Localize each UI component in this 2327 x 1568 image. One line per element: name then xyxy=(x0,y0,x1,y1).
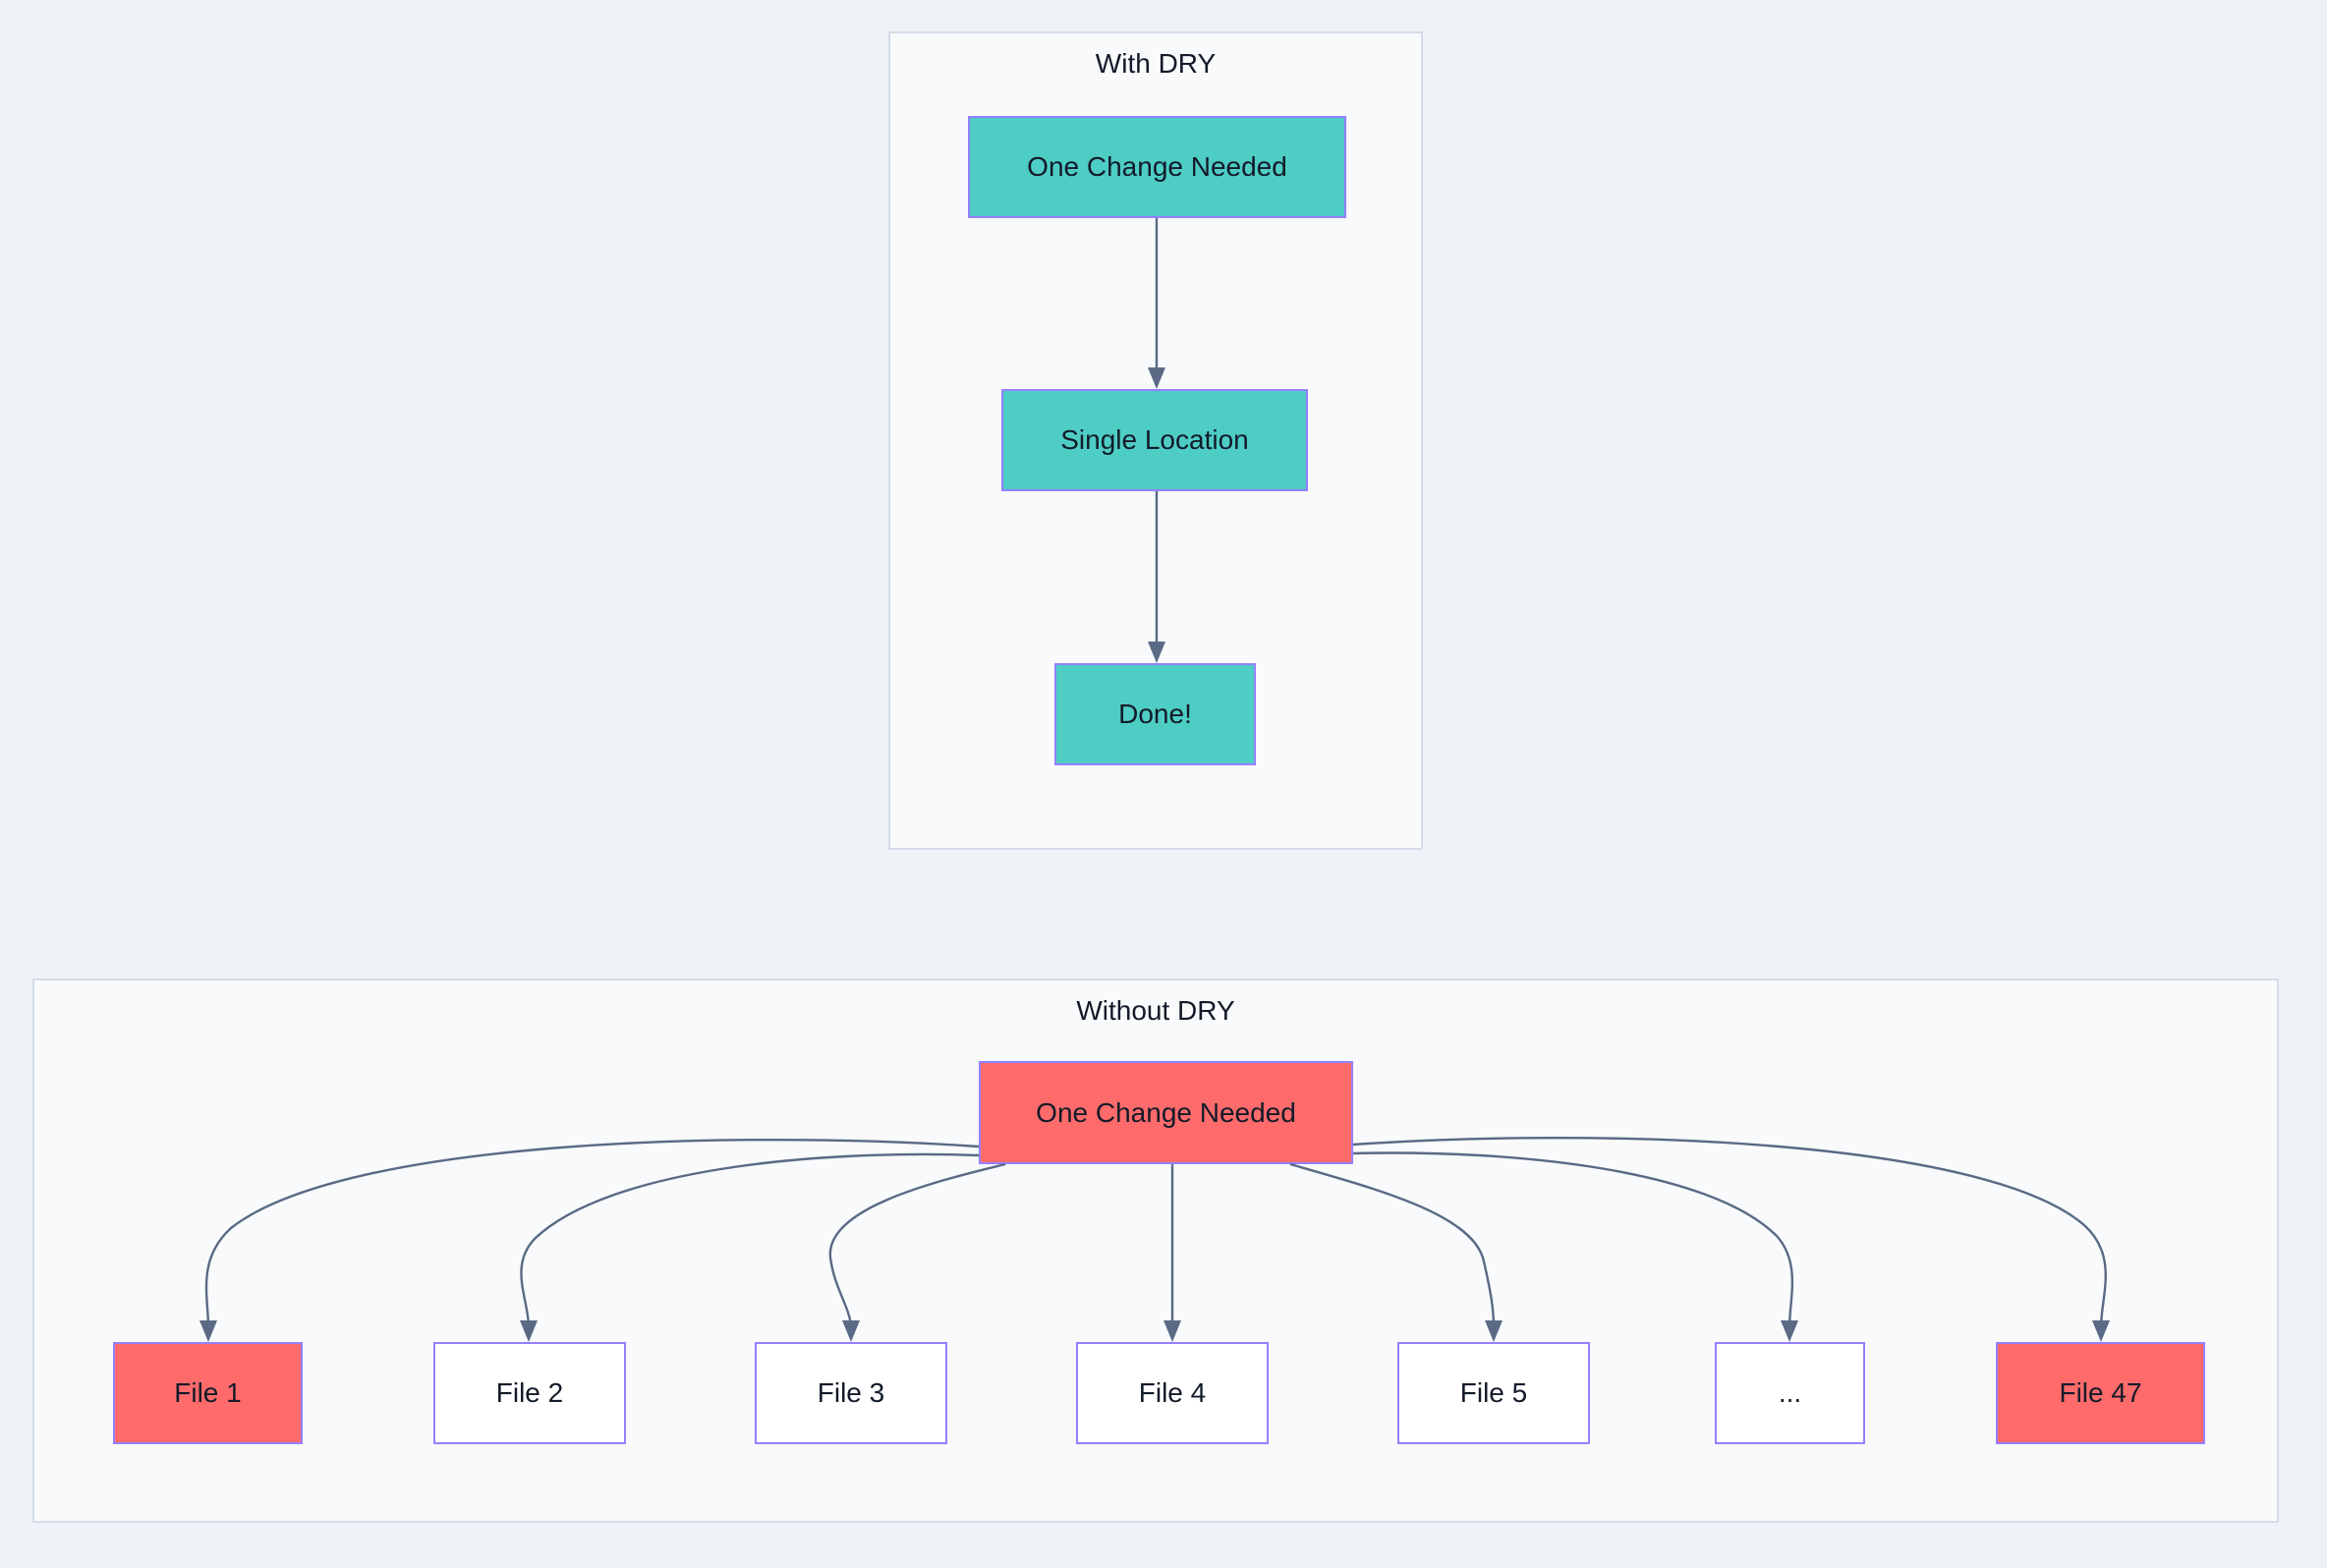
node-file-3[interactable]: File 3 xyxy=(755,1342,947,1444)
node-done[interactable]: Done! xyxy=(1054,663,1256,765)
node-one-change-needed-dry[interactable]: One Change Needed xyxy=(968,116,1346,218)
node-file-4[interactable]: File 4 xyxy=(1076,1342,1269,1444)
subgraph-with-dry-title: With DRY xyxy=(1095,48,1217,79)
node-single-location[interactable]: Single Location xyxy=(1001,389,1308,491)
node-one-change-needed-nodry[interactable]: One Change Needed xyxy=(979,1061,1353,1164)
node-file-1[interactable]: File 1 xyxy=(113,1342,303,1444)
node-file-5[interactable]: File 5 xyxy=(1397,1342,1590,1444)
node-file-ellipsis[interactable]: ... xyxy=(1715,1342,1865,1444)
node-file-2[interactable]: File 2 xyxy=(433,1342,626,1444)
subgraph-without-dry-title: Without DRY xyxy=(1076,995,1235,1026)
node-file-47[interactable]: File 47 xyxy=(1996,1342,2205,1444)
